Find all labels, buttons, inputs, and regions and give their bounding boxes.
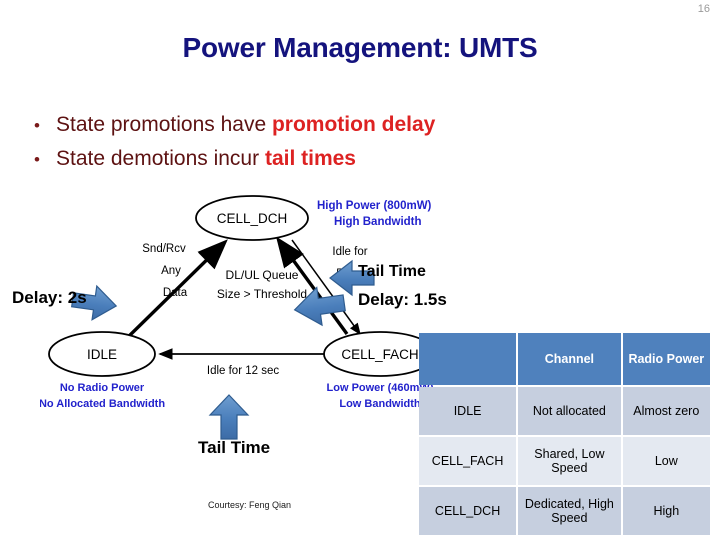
callout-label-delay-2s: Delay: 2s [12, 288, 87, 307]
bullet-lead-text: State promotions have [56, 113, 272, 136]
bullet-emphasis-text: tail times [264, 147, 356, 170]
annotation-cell-dch-line2: High Bandwidth [334, 216, 422, 228]
umts-state-machine-diagram: CELL_DCH IDLE CELL_FACH High Power (800m… [40, 192, 440, 422]
bullet-marker-icon: • [34, 116, 40, 135]
courtesy-credit: Courtesy: Feng Qian [208, 500, 292, 510]
transition-label-dch-fach-l1: Idle for [332, 246, 367, 258]
callout-label-delay-1-5s: Delay: 1.5s [358, 290, 447, 309]
state-summary-table: Channel Radio Power IDLE Not allocated A… [417, 331, 712, 537]
table-row: CELL_DCH Dedicated, High Speed High [419, 487, 710, 535]
transition-label-idle-dch-l3: Data [163, 287, 188, 299]
callout-label-tail-time-dch-fach: Tail Time [358, 263, 426, 280]
cell-state: CELL_DCH [419, 487, 517, 535]
state-node-idle [48, 331, 156, 377]
cell-radio-power: High [622, 487, 710, 535]
cell-channel: Shared, Low Speed [518, 437, 621, 485]
list-item: • State demotions incur tail times [34, 147, 674, 171]
table-header: Channel Radio Power [419, 333, 710, 385]
table-row: IDLE Not allocated Almost zero [419, 387, 710, 435]
callout-label-tail-time-fach-idle: Tail Time [198, 438, 271, 457]
cell-radio-power: Almost zero [622, 387, 710, 435]
bullet-marker-icon: • [34, 150, 40, 169]
annotation-cell-dch-line1: High Power (800mW) [317, 200, 432, 212]
table-header-channel: Channel [518, 333, 621, 385]
page-title: Power Management: UMTS [182, 32, 538, 63]
transition-label-fach-dch-l2: Size > Threshold [217, 287, 307, 301]
table-body: IDLE Not allocated Almost zero CELL_FACH… [419, 387, 710, 535]
bullet-lead-text: State demotions incur [56, 147, 265, 170]
transition-label-fach-idle: Idle for 12 sec [207, 365, 279, 377]
table-row: CELL_FACH Shared, Low Speed Low [419, 437, 710, 485]
table-header-state [419, 333, 517, 385]
bullet-text: State demotions incur tail times [56, 147, 356, 171]
bullet-text: State promotions have promotion delay [56, 113, 435, 137]
state-node-cell-dch [195, 195, 309, 241]
state-label-idle: IDLE [87, 347, 117, 362]
annotation-idle-line2: No Allocated Bandwidth [40, 398, 165, 410]
transition-label-idle-dch-l1: Snd/Rcv [142, 243, 186, 255]
annotation-cell-fach-line2: Low Bandwidth [339, 398, 421, 410]
transition-label-fach-dch-l1: DL/UL Queue [226, 268, 299, 282]
cell-radio-power: Low [622, 437, 710, 485]
table-header-row: Channel Radio Power [419, 333, 710, 385]
state-label-cell-dch: CELL_DCH [217, 211, 288, 226]
list-item: • State promotions have promotion delay [34, 113, 674, 137]
table-header-radio-power: Radio Power [622, 333, 710, 385]
cell-state: IDLE [419, 387, 517, 435]
bullet-list: • State promotions have promotion delay … [34, 113, 674, 181]
bullet-emphasis-text: promotion delay [271, 113, 436, 136]
page-number: 16 [697, 3, 710, 15]
transition-label-idle-dch-l2: Any [161, 265, 181, 277]
state-label-cell-fach: CELL_FACH [341, 347, 418, 362]
annotation-cell-fach-line1: Low Power (460mW) [327, 382, 434, 394]
cell-channel: Dedicated, High Speed [518, 487, 621, 535]
cell-channel: Not allocated [518, 387, 621, 435]
annotation-idle-line1: No Radio Power [60, 382, 145, 394]
cell-state: CELL_FACH [419, 437, 517, 485]
